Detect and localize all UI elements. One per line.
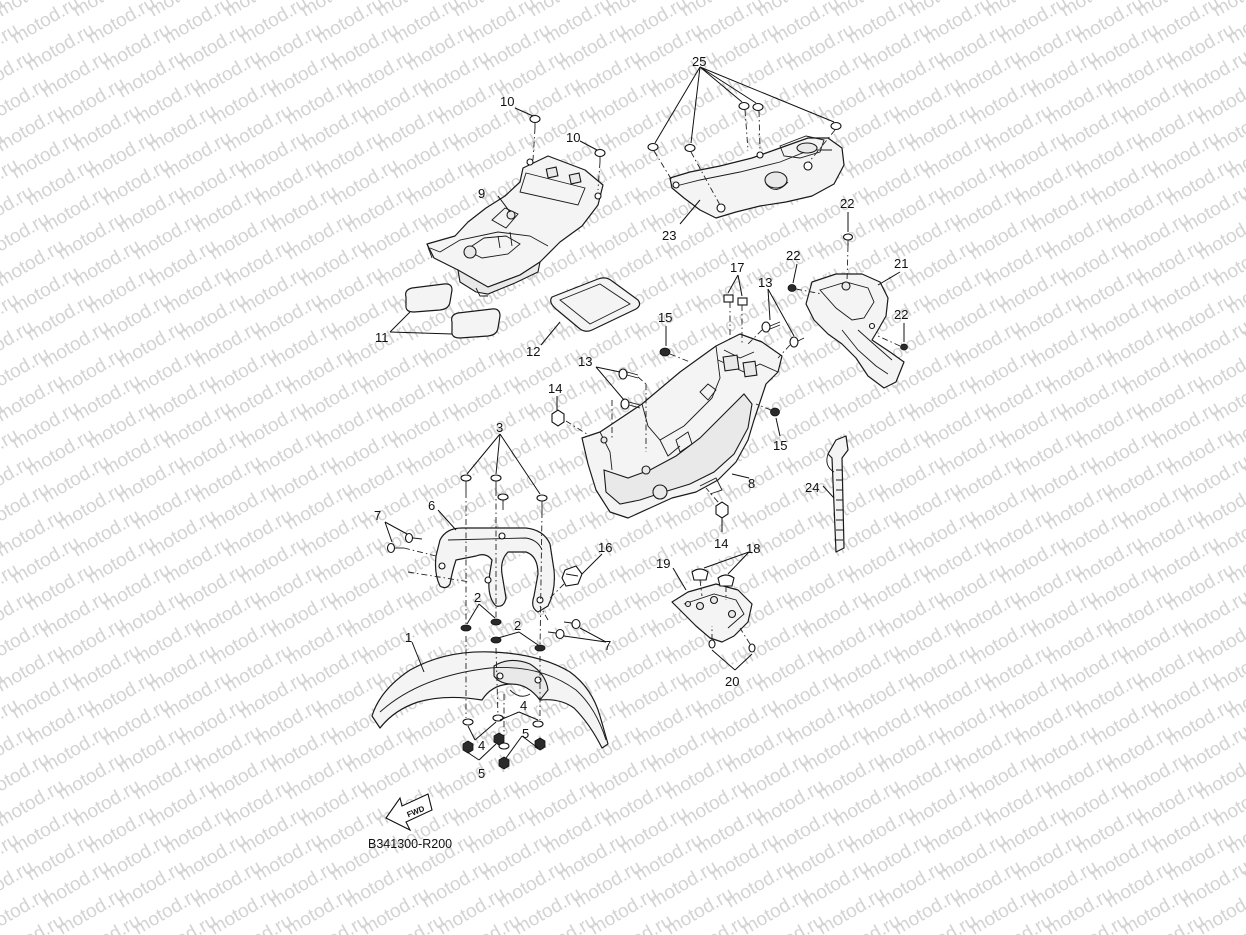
callout-14-a: 14 xyxy=(548,381,562,396)
callout-15-a: 15 xyxy=(658,310,672,325)
callout-8: 8 xyxy=(748,476,755,491)
callout-4-a: 4 xyxy=(478,738,485,753)
callout-22-c: 22 xyxy=(894,307,908,322)
callout-10-b: 10 xyxy=(566,130,580,145)
callout-9: 9 xyxy=(478,186,485,201)
part-9-seat-tray xyxy=(426,155,604,297)
callout-15-b: 15 xyxy=(773,438,787,453)
callout-24: 24 xyxy=(805,480,819,495)
callout-5-a: 5 xyxy=(478,766,485,781)
callout-13-a: 13 xyxy=(578,354,592,369)
callout-11: 11 xyxy=(375,330,389,345)
callout-5-b: 5 xyxy=(522,726,529,741)
callout-7-a: 7 xyxy=(374,508,381,523)
callout-13-b: 13 xyxy=(758,275,772,290)
callout-18: 18 xyxy=(746,541,760,556)
callout-20: 20 xyxy=(725,674,739,689)
diagram-code: B341300-R200 xyxy=(368,837,452,851)
callout-1: 1 xyxy=(405,630,412,645)
callout-4-b: 4 xyxy=(520,698,527,713)
callout-16: 16 xyxy=(598,540,612,555)
callout-25: 25 xyxy=(692,54,706,69)
fwd-arrow: FWD xyxy=(385,793,433,832)
callout-3: 3 xyxy=(496,420,503,435)
part-19-bracket xyxy=(671,568,756,653)
callout-10-a: 10 xyxy=(500,94,514,109)
part-21-tail-bracket xyxy=(787,233,908,389)
part-1-front-fender xyxy=(371,651,609,749)
callout-19: 19 xyxy=(656,556,670,571)
callout-7-b: 7 xyxy=(604,638,611,653)
part-6-fender-stay xyxy=(434,527,555,613)
callout-22-b: 22 xyxy=(786,248,800,263)
callout-17: 17 xyxy=(730,260,744,275)
callout-12: 12 xyxy=(526,344,540,359)
part-23-rear-cover xyxy=(669,135,845,219)
callout-6: 6 xyxy=(428,498,435,513)
callout-2-b: 2 xyxy=(514,618,521,633)
fastener-3-bolts xyxy=(460,474,548,651)
callout-22-a: 22 xyxy=(840,196,854,211)
callout-14-b: 14 xyxy=(714,536,728,551)
callout-23: 23 xyxy=(662,228,676,243)
part-12-rubber-pad xyxy=(550,277,641,332)
callout-2-a: 2 xyxy=(474,590,481,605)
callout-21: 21 xyxy=(894,256,908,271)
